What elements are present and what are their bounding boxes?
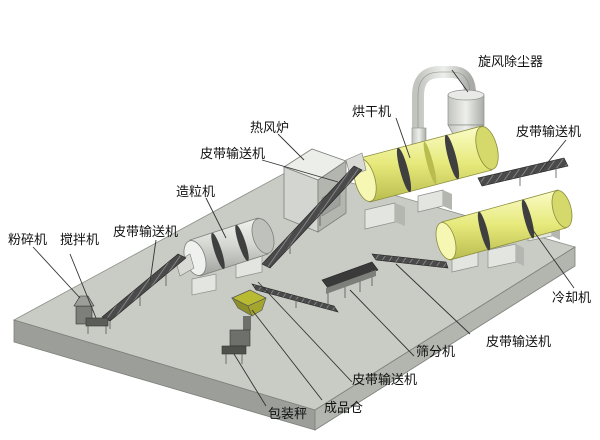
screening-machine xyxy=(321,261,379,306)
factory-platform xyxy=(12,166,576,431)
label-belt-conveyor-mixer: 皮带输送机 xyxy=(113,224,178,240)
label-belt-conveyor-bottom: 皮带输送机 xyxy=(352,372,417,388)
label-cooler: 冷却机 xyxy=(552,291,591,306)
belt-conveyor-screen xyxy=(371,253,449,269)
dryer-drum xyxy=(345,125,499,203)
label-mixer: 搅拌机 xyxy=(60,232,99,248)
label-belt-conveyor-stove: 皮带输送机 xyxy=(200,146,265,162)
mixer xyxy=(85,317,109,334)
product-bin xyxy=(231,289,267,330)
label-belt-conveyor-screen: 皮带输送机 xyxy=(486,334,551,350)
label-granulator: 造粒机 xyxy=(176,185,215,200)
label-belt-conveyor-right: 皮带输送机 xyxy=(516,124,581,140)
label-dryer: 烘干机 xyxy=(352,105,391,120)
label-product-bin: 成品仓 xyxy=(324,401,363,416)
labels: 粉碎机 搅拌机 皮带输送机 造粒机 热风炉 皮带输送机 烘干机 旋风除尘器 皮带… xyxy=(8,55,591,422)
label-packing-scale: 包装秤 xyxy=(268,407,307,422)
label-screening-machine: 筛分机 xyxy=(416,345,455,360)
leader-lines xyxy=(32,69,575,407)
belt-conveyor-bottom xyxy=(251,283,339,313)
packing-scale xyxy=(221,329,251,364)
belt-conveyors xyxy=(101,157,569,329)
label-hot-air-stove: 热风炉 xyxy=(250,121,289,136)
belt-conveyor-stove xyxy=(261,165,363,269)
cooler-drum xyxy=(435,189,573,261)
label-crusher: 粉碎机 xyxy=(8,233,47,248)
granulator-drum xyxy=(175,217,275,277)
label-cyclone-dust-collector: 旋风除尘器 xyxy=(478,55,543,70)
